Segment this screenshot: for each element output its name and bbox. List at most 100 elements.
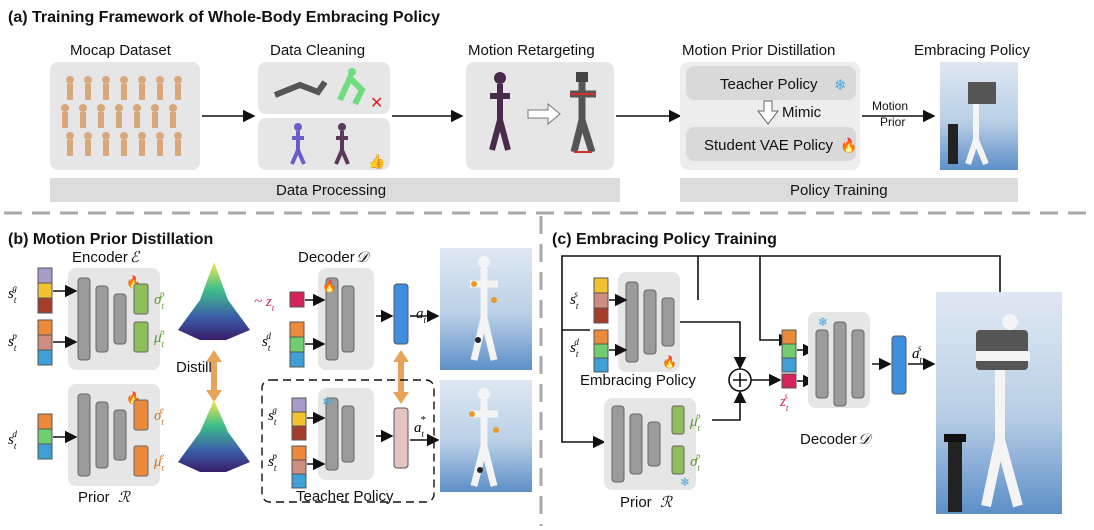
embracing-policy-c-label: Embracing Policy [580,372,696,389]
sd-b-cell-2 [37,428,53,445]
encoder-mu-block [133,321,149,353]
mimic-down-arrow [756,100,780,125]
dec-b-input-sd: std [262,331,271,353]
decoder-b-flame-icon: 🔥 [322,279,337,293]
prior-b-layer-3 [113,409,127,461]
c-sd-cell-1 [593,329,609,345]
teacher-robot-figure [469,388,499,487]
teacher-policy-b-label: Teacher Policy [296,488,394,505]
prior-b-mu: μte [153,451,165,473]
reject-cross-icon: ✕ [370,93,383,112]
distill-double-arrow [206,350,222,402]
embracing-flame-icon: 🔥 [662,355,677,369]
embracing-layer-3 [661,297,675,347]
decoder-c-label: Decoder [800,431,857,448]
policy-training-label: Policy Training [790,182,888,199]
encoder-mu: μtp [153,327,165,349]
dec-c-z-label: zts [779,391,789,413]
embracing-robot-small [948,82,996,166]
decoder-b-label: Decoder [298,249,355,266]
teacher-sg-cell-3 [291,425,307,441]
feedback-line-to-prior [561,255,1001,449]
embracing-robot-large [944,314,1030,512]
arrow-embracing-to-sum [680,321,747,370]
sp-cell-2 [37,334,53,351]
latent-z-label: ~ zt [254,294,275,313]
cleaning-label: Data Cleaning [270,42,365,59]
enc-input-sg: stg [8,283,17,305]
prior-c-sigma: σtp [690,451,701,473]
sd-b-cell-1 [37,413,53,430]
data-processing-bar [50,178,620,202]
teacher-input-sg: stg [268,405,277,427]
student-action-label: at [416,306,427,325]
prior-c-layer-1 [611,405,625,483]
motion-prior-label-1: Motion [872,99,908,113]
teacher-policy-box [686,66,856,100]
encoder-symbol: ℰ [130,250,141,266]
retarget-label: Motion Retargeting [468,42,595,59]
part-a-title: (a) Training Framework of Whole-Body Emb… [8,9,440,26]
mimic-double-arrow [393,350,409,404]
trainable-flame-icon: 🔥 [840,137,857,154]
dec-c-sd-cell-2 [781,343,797,359]
prior-c-layer-3 [647,421,661,467]
c-ss-cell-2 [593,292,609,309]
prior-gaussian-plot [178,400,250,472]
encoder-layer-1 [77,277,91,361]
teacher-layer-1 [325,397,339,471]
c-action-label: ats [912,343,923,365]
dec-c-sd-cell-1 [781,329,797,345]
frozen-snowflake-icon: ❄ [834,76,847,94]
c-input-sd: std [570,337,579,359]
sd-dec-cell-3 [289,351,305,368]
c-input-ss: sts [570,289,579,311]
encoder-label: Encoder [72,249,128,266]
part-b-title: (b) Motion Prior Distillation [8,231,213,248]
student-vae-label: Student VAE Policy [704,137,833,154]
embracing-layer-2 [643,289,657,355]
prior-c-snowflake-icon: ❄ [680,475,690,489]
decoder-c-layer-2 [833,321,847,407]
sd-dec-cell-2 [289,336,305,353]
prior-c-layer-2 [629,413,643,475]
decoder-c-layer-3 [851,329,865,399]
decoder-c-layer-1 [815,329,829,399]
cleaning-bad-poses [273,68,366,106]
sp-cell-1 [37,319,53,336]
teacher-sp-cell-1 [291,445,307,461]
encoder-sigma: σtp [154,289,165,311]
distill-label: Distill [176,359,212,376]
part-c-title: (c) Embracing Policy Training [552,231,777,248]
encoder-layer-2 [95,285,109,353]
encoder-layer-3 [113,293,127,345]
sg-cell-2 [37,282,53,299]
sd-b-cell-3 [37,443,53,460]
mimic-label: Mimic [782,104,822,121]
prior-b-sigma-block [133,399,149,431]
dec-c-z-cell [781,373,797,389]
retarget-human-figure [489,72,511,151]
decoder-b-layer-1 [325,277,339,361]
sg-cell-1 [37,267,53,284]
prior-b-mu-block [133,445,149,477]
accept-thumbs-up-icon: 👍 [368,153,385,170]
prior-b-layer-2 [95,401,109,469]
decoder-b-layer-2 [341,285,355,353]
student-action-block [393,283,409,345]
motion-prior-label-2: Prior [880,115,905,129]
prior-c-mu: μtp [689,411,701,433]
prior-c-mu-block [671,405,685,435]
c-sd-cell-3 [593,357,609,373]
c-ss-cell-3 [593,307,609,324]
retarget-robot-figure [570,72,596,154]
data-processing-label: Data Processing [276,182,386,199]
dec-c-sd-cell-3 [781,357,797,373]
student-robot-figure [470,256,498,361]
decoder-c-symbol: 𝒟 [858,432,873,448]
teacher-sg-cell-1 [291,397,307,413]
teacher-snowflake-icon: ❄ [322,395,333,410]
prior-b-input-sd: std [8,429,17,451]
mocap-crowd-image [61,76,182,156]
